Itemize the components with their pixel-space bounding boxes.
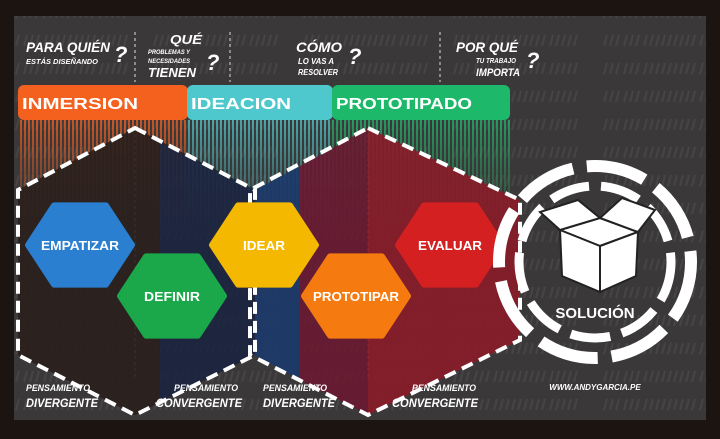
question-por-que: POR QUÉ TU TRABAJO IMPORTA ? bbox=[456, 39, 539, 79]
question-mark: ? bbox=[526, 48, 539, 73]
question-text: QUÉ bbox=[170, 32, 202, 47]
question-que: QUÉ PROBLEMAS Y NECESIDADES TIENEN ? bbox=[148, 32, 219, 80]
solution-rings bbox=[493, 160, 697, 364]
question-text: IMPORTA bbox=[476, 67, 520, 79]
step-label-evaluar: EVALUAR bbox=[418, 238, 483, 253]
diamond-outlines bbox=[16, 125, 522, 418]
question-subtext: NECESIDADES bbox=[148, 59, 190, 65]
question-mark: ? bbox=[348, 44, 361, 69]
step-hexagon-idear bbox=[209, 202, 319, 288]
question-text: PARA QUIÉN bbox=[26, 39, 111, 55]
phase-label: INMERSION bbox=[22, 96, 138, 113]
thinking-line1: PENSAMIENTO bbox=[174, 383, 238, 393]
question-subtext: LO VAS A bbox=[298, 57, 334, 66]
phase-label: IDEACION bbox=[191, 96, 291, 113]
phase-ideacion: IDEACION bbox=[187, 85, 333, 120]
step-labels: EMPATIZAR DEFINIR IDEAR PROTOTIPAR EVALUAR bbox=[41, 238, 483, 304]
thinking-convergente-2: PENSAMIENTO CONVERGENTE bbox=[392, 383, 479, 410]
step-hexagon-evaluar bbox=[395, 202, 505, 288]
thinking-divergente-2: PENSAMIENTO DIVERGENTE bbox=[263, 383, 336, 410]
thinking-divergente-1: PENSAMIENTO DIVERGENTE bbox=[26, 383, 99, 410]
phase-inmersion: INMERSION bbox=[18, 85, 188, 120]
step-label-empatizar: EMPATIZAR bbox=[41, 238, 120, 253]
solution-label: SOLUCIÓN bbox=[555, 304, 634, 322]
step-label-definir: DEFINIR bbox=[144, 289, 201, 304]
question-mark: ? bbox=[206, 50, 219, 75]
question-para-quien: PARA QUIÉN ESTÁS DISEÑANDO ? bbox=[26, 39, 127, 67]
question-subtext: ESTÁS DISEÑANDO bbox=[26, 57, 99, 66]
question-subtext: PROBLEMAS Y bbox=[148, 50, 191, 56]
thinking-line2: CONVERGENTE bbox=[392, 396, 479, 410]
question-dividers bbox=[134, 32, 441, 378]
website-url: WWW.ANDYGARCIA.PE bbox=[549, 383, 641, 392]
step-hexagon-empatizar bbox=[25, 202, 135, 288]
thinking-line1: PENSAMIENTO bbox=[263, 383, 327, 393]
open-box-icon bbox=[538, 196, 657, 294]
question-text: TIENEN bbox=[148, 65, 197, 80]
thinking-convergente-1: PENSAMIENTO CONVERGENTE bbox=[156, 383, 243, 410]
thinking-line2: CONVERGENTE bbox=[156, 396, 243, 410]
question-como: CÓMO LO VAS A RESOLVER ? bbox=[296, 38, 361, 77]
thinking-labels: PENSAMIENTO DIVERGENTE PENSAMIENTO CONVE… bbox=[26, 383, 479, 410]
phase-prototipado: PROTOTIPADO bbox=[332, 85, 510, 120]
step-hexagon-prototipar bbox=[301, 253, 411, 339]
step-hexagon-definir bbox=[117, 253, 227, 339]
step-hexagons bbox=[25, 202, 505, 339]
question-text: CÓMO bbox=[296, 38, 342, 55]
thinking-line2: DIVERGENTE bbox=[26, 396, 99, 410]
question-subtext: RESOLVER bbox=[298, 68, 338, 77]
step-label-idear: IDEAR bbox=[243, 238, 286, 253]
thinking-line2: DIVERGENTE bbox=[263, 396, 336, 410]
phase-label: PROTOTIPADO bbox=[336, 96, 472, 113]
question-text: POR QUÉ bbox=[456, 39, 519, 55]
thinking-line1: PENSAMIENTO bbox=[26, 383, 90, 393]
step-label-prototipar: PROTOTIPAR bbox=[313, 289, 400, 304]
thinking-line1: PENSAMIENTO bbox=[412, 383, 476, 393]
question-subtext: TU TRABAJO bbox=[476, 58, 516, 65]
question-mark: ? bbox=[114, 42, 127, 67]
